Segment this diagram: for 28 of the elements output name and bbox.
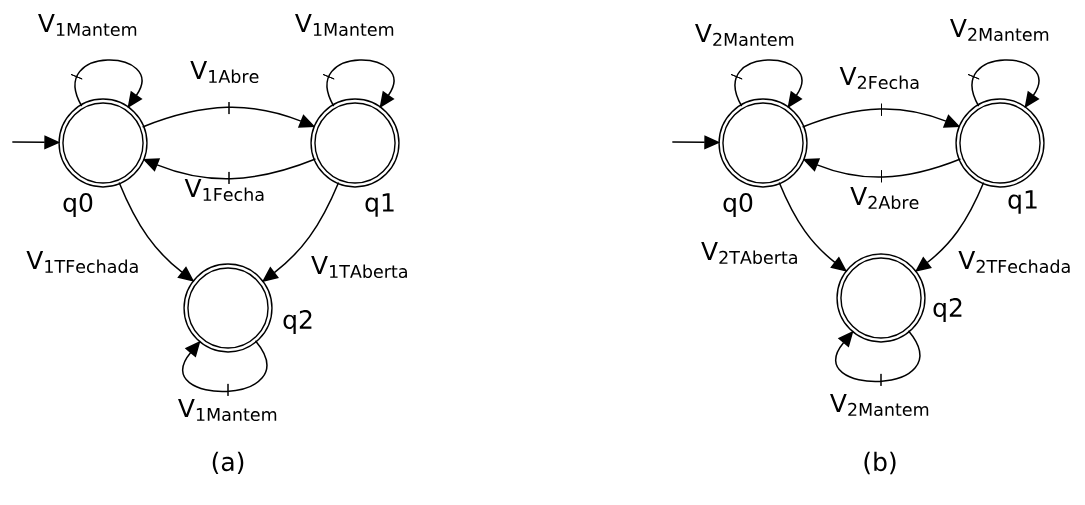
arrow <box>70 59 143 108</box>
arrow <box>967 59 1040 108</box>
arrow <box>730 59 803 108</box>
edge-label: $\mathrm{V}_{\mathrm{1TAberta}}$ <box>311 255 407 279</box>
arrow <box>835 329 921 387</box>
state-label: q0 <box>723 193 753 217</box>
panel-caption: (a) <box>212 451 244 475</box>
state-label: q2 <box>283 310 312 334</box>
state-label: q2 <box>933 298 962 322</box>
edge-label: $\mathrm{V}_{\mathrm{2Mantem}}$ <box>950 18 1049 42</box>
edge-label: $\mathrm{V}_{\mathrm{1Mantem}}$ <box>178 398 277 422</box>
arrow <box>322 59 395 108</box>
edge-label: $\mathrm{V}_{\mathrm{2Fecha}}$ <box>839 66 919 90</box>
edge-label: $\mathrm{V}_{\mathrm{1TFechada}}$ <box>26 250 138 274</box>
arrow <box>182 339 268 397</box>
edge-label: $\mathrm{V}_{\mathrm{2TFechada}}$ <box>958 250 1070 274</box>
edge-label: $\mathrm{V}_{\mathrm{1Mantem}}$ <box>38 13 137 37</box>
state-label: q1 <box>1008 190 1037 214</box>
panel-caption: (b) <box>864 451 896 475</box>
edge-label: $\mathrm{V}_{\mathrm{2TAberta}}$ <box>701 241 797 265</box>
edge-label: $\mathrm{V}_{\mathrm{1Mantem}}$ <box>295 13 394 37</box>
edge-label: $\mathrm{V}_{\mathrm{1Abre}}$ <box>190 60 259 84</box>
state-label: q1 <box>365 193 394 217</box>
edge-label: $\mathrm{V}_{\mathrm{1Fecha}}$ <box>184 178 264 202</box>
state-label: q0 <box>63 193 93 217</box>
edge-label: $\mathrm{V}_{\mathrm{2Mantem}}$ <box>830 393 929 417</box>
edge-label: $\mathrm{V}_{\mathrm{2Abre}}$ <box>850 186 919 210</box>
edge-label: $\mathrm{V}_{\mathrm{2Mantem}}$ <box>695 23 794 47</box>
